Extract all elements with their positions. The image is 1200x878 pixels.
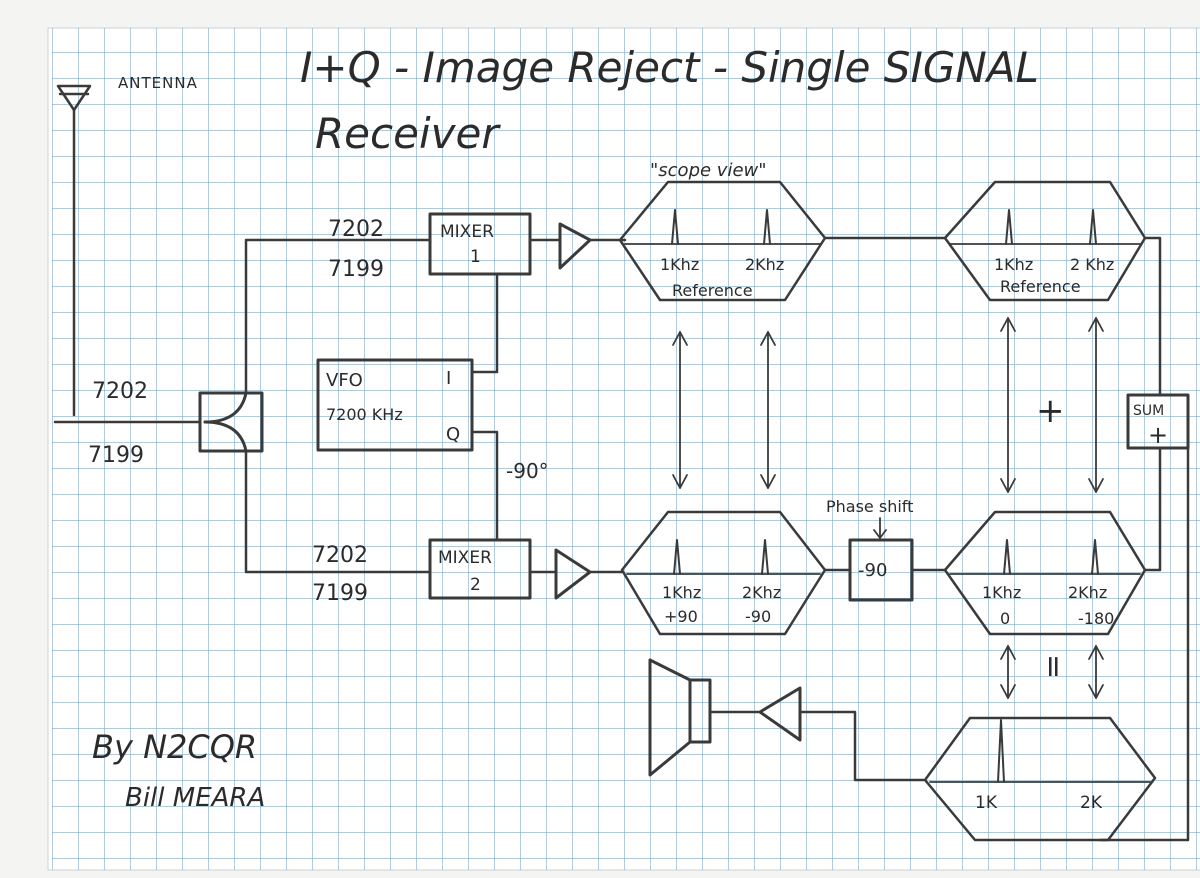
output-amplifier-icon bbox=[758, 686, 802, 742]
spectrum-top-right-1k: 1Khz bbox=[994, 255, 1033, 274]
antenna-icon bbox=[56, 84, 92, 417]
mixer2-freq-upper: 7202 bbox=[312, 543, 368, 568]
sum-label: SUM bbox=[1133, 403, 1164, 419]
mixer1-freq-lower: 7199 bbox=[328, 257, 384, 282]
vfo-q-phase: -90° bbox=[506, 459, 549, 483]
mixer2-label: MIXER bbox=[438, 548, 492, 568]
equals-sign: = bbox=[1036, 654, 1071, 679]
vfo-block: VFO 7200 KHz I Q bbox=[316, 358, 474, 452]
author-line1: By N2CQR bbox=[92, 728, 257, 766]
spectrum-top-right-caption: Reference bbox=[1000, 277, 1081, 296]
mixer1-number: 1 bbox=[470, 247, 481, 267]
spectrum-bottom-left-1k: 1Khz bbox=[662, 583, 701, 602]
antenna-label: ANTENNA bbox=[118, 74, 198, 92]
spectrum-top-left: 1Khz 2Khz Reference bbox=[618, 180, 827, 302]
title-line2: Receiver bbox=[315, 109, 501, 158]
mixer1-freq-upper: 7202 bbox=[328, 217, 384, 242]
spectrum-bottom-right: 1Khz 2Khz 0 -180 bbox=[943, 510, 1147, 636]
vfo-i-label: I bbox=[446, 368, 451, 389]
vfo-freq: 7200 KHz bbox=[326, 405, 403, 424]
comparison-arrows bbox=[672, 317, 1104, 699]
spectrum-top-right-2k: 2 Khz bbox=[1070, 255, 1114, 274]
phase-shift-block: -90 bbox=[848, 538, 914, 602]
spectrum-top-right: 1Khz 2 Khz Reference bbox=[943, 180, 1147, 302]
splitter-block bbox=[198, 391, 264, 453]
mixer1-label: MIXER bbox=[440, 222, 494, 242]
spectrum-output-2k: 2K bbox=[1080, 793, 1103, 813]
sum-block: SUM + bbox=[1126, 393, 1190, 450]
vfo-q-label: Q bbox=[446, 424, 460, 445]
plus-sign: + bbox=[1036, 391, 1065, 431]
spectrum-top-left-caption: Reference bbox=[672, 281, 753, 300]
phase-shift-arrow-icon bbox=[873, 517, 887, 539]
phase-shift-value: -90 bbox=[858, 560, 887, 581]
spectrum-top-left-1k: 1Khz bbox=[660, 255, 699, 274]
amplifier1-icon bbox=[558, 222, 592, 270]
spectrum-bottom-right-phase2: -180 bbox=[1078, 609, 1114, 628]
speaker-icon bbox=[648, 658, 712, 777]
spectrum-bottom-right-phase1: 0 bbox=[1000, 609, 1010, 628]
title-line1: I+Q - Image Reject - Single SIGNAL bbox=[300, 43, 1039, 92]
author-line2: Bill MEARA bbox=[125, 783, 265, 813]
vfo-name: VFO bbox=[326, 370, 363, 391]
spectrum-output: 1K 2K bbox=[923, 716, 1157, 842]
spectrum-bottom-left-phase2: -90 bbox=[745, 607, 771, 626]
scope-view-label: "scope view" bbox=[650, 160, 767, 181]
mixer1-block: MIXER 1 bbox=[428, 212, 532, 276]
sum-sign: + bbox=[1148, 421, 1168, 449]
wiring bbox=[244, 236, 1190, 842]
spectrum-output-1k: 1K bbox=[975, 793, 998, 813]
spectrum-bottom-left: 1Khz 2Khz +90 -90 bbox=[620, 510, 827, 636]
amplifier2-icon bbox=[554, 548, 592, 600]
mixer2-freq-lower: 7199 bbox=[312, 581, 368, 606]
spectrum-bottom-right-1k: 1Khz bbox=[982, 583, 1021, 602]
mixer2-number: 2 bbox=[470, 575, 481, 595]
spectrum-top-left-2k: 2Khz bbox=[745, 255, 784, 274]
input-freq-upper: 7202 bbox=[92, 379, 148, 404]
mixer2-block: MIXER 2 bbox=[428, 538, 532, 600]
input-freq-lower: 7199 bbox=[88, 443, 144, 468]
spectrum-bottom-left-2k: 2Khz bbox=[742, 583, 781, 602]
spectrum-bottom-left-phase1: +90 bbox=[664, 607, 698, 626]
spectrum-bottom-right-2k: 2Khz bbox=[1068, 583, 1107, 602]
phase-shift-label: Phase shift bbox=[826, 497, 913, 516]
